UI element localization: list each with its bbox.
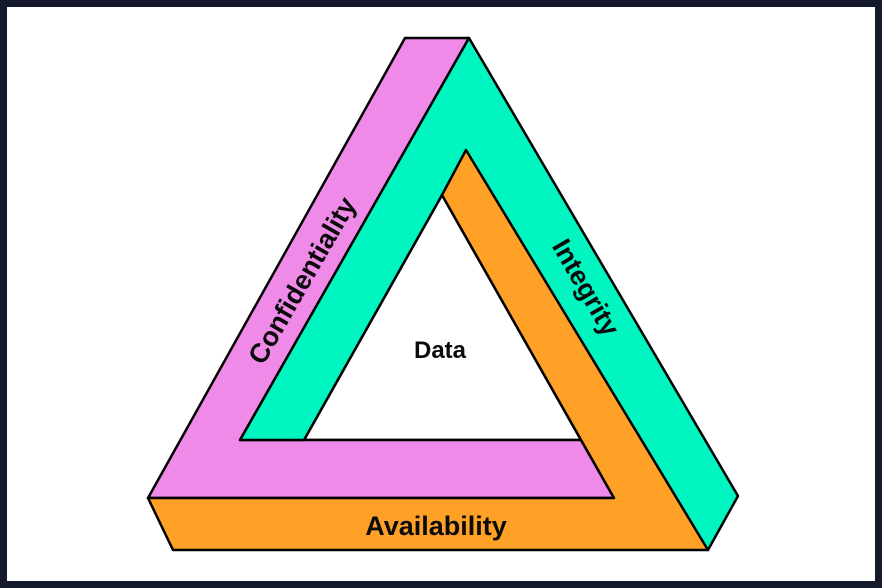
availability-label: Availability: [365, 511, 507, 541]
cia-triad-diagram: Confidentiality Integrity Availability D…: [146, 36, 740, 552]
availability-bar: [146, 148, 710, 552]
data-center-label: Data: [414, 337, 467, 364]
diagram-canvas: Confidentiality Integrity Availability D…: [7, 7, 875, 581]
